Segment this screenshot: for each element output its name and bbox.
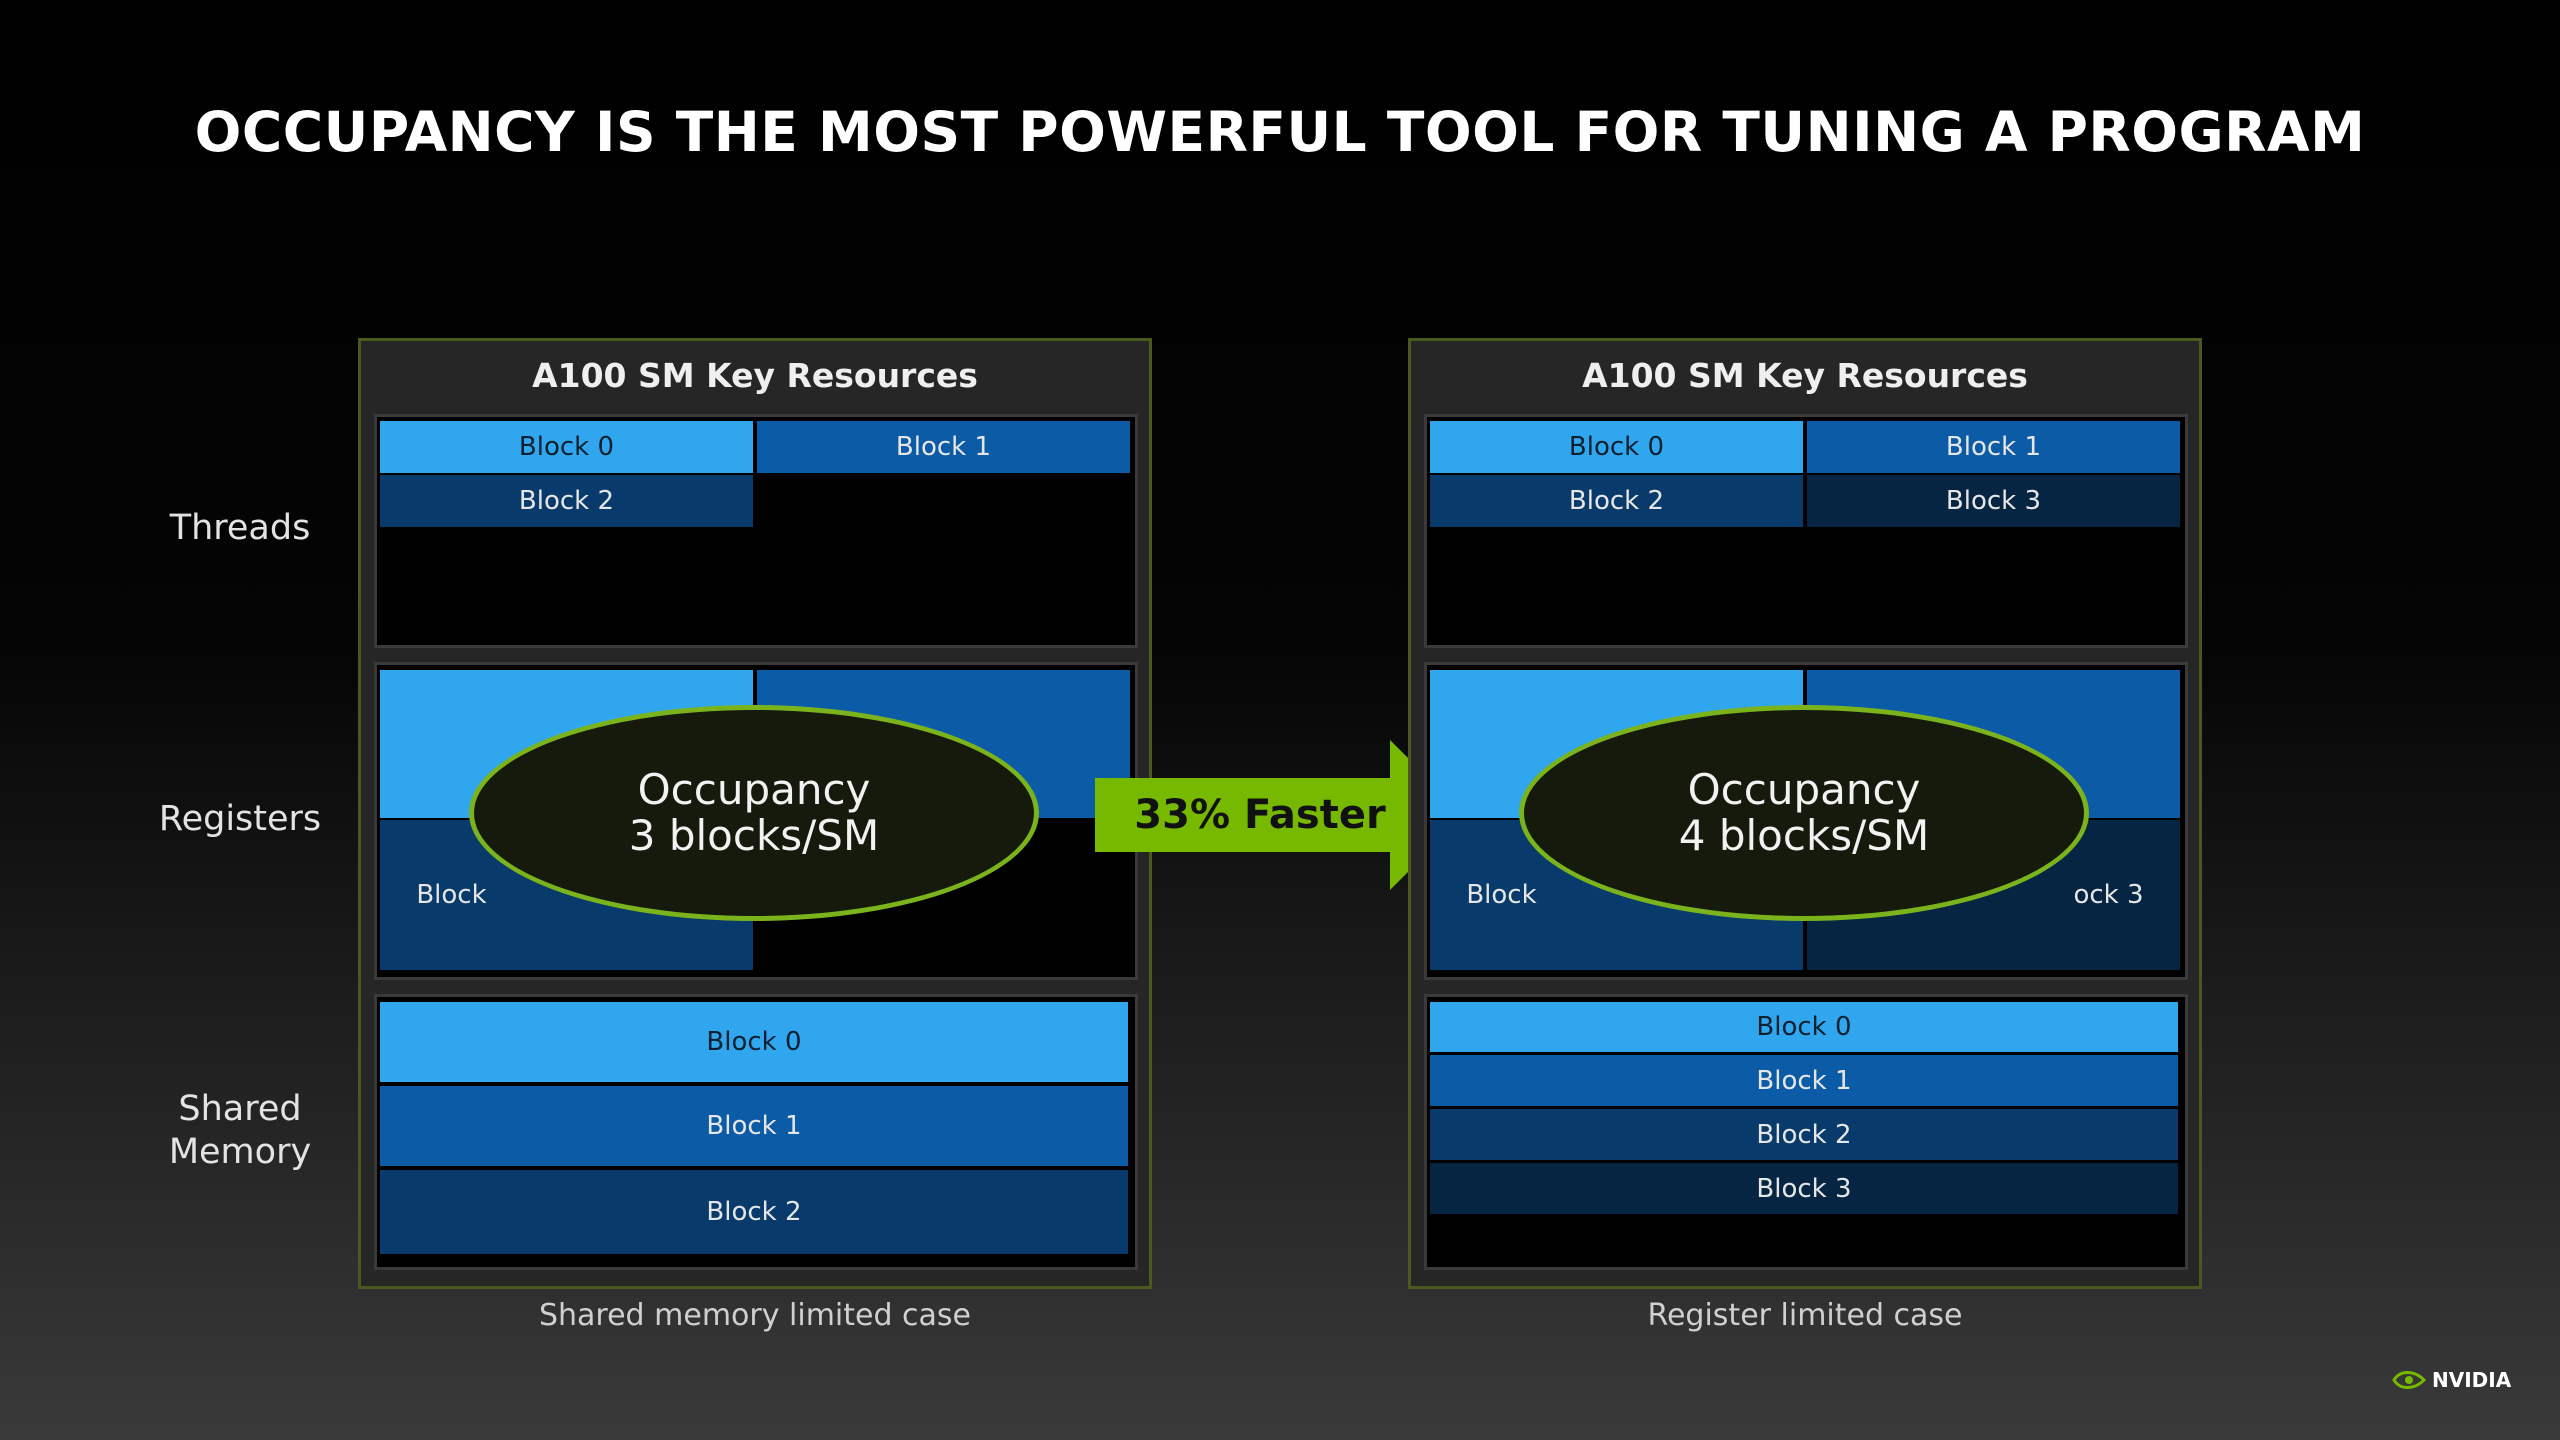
row-label-registers: Registers: [158, 799, 322, 839]
left-occupancy-value: 3 blocks/SM: [628, 811, 880, 860]
nvidia-logo-text: NVIDIA: [2432, 1368, 2512, 1392]
right-panel-title: A100 SM Key Resources: [1582, 356, 2028, 395]
right-thread-block-3: Block 3: [1807, 475, 2180, 527]
right-occupancy-value: 4 blocks/SM: [1678, 811, 1930, 860]
right-occupancy-ellipse: Occupancy 4 blocks/SM: [1519, 705, 2089, 921]
right-occupancy-label: Occupancy: [1687, 765, 1921, 814]
row-label-shared-memory: Shared Memory: [120, 1088, 360, 1174]
nvidia-eye-icon: [2392, 1371, 2426, 1389]
right-shared-block-3: Block 3: [1430, 1163, 2178, 1214]
faster-arrow-icon: [1095, 740, 1465, 890]
right-shared-block-0: Block 0: [1430, 1002, 2178, 1052]
left-thread-block-2: Block 2: [380, 475, 753, 527]
nvidia-logo: NVIDIA: [2392, 1368, 2511, 1392]
left-shared-block-2: Block 2: [380, 1170, 1128, 1254]
left-caption: Shared memory limited case: [538, 1298, 972, 1333]
right-shared-block-2: Block 2: [1430, 1109, 2178, 1160]
left-thread-block-0: Block 0: [380, 421, 753, 473]
left-occupancy-label: Occupancy: [637, 765, 871, 814]
faster-arrow-label: 33% Faster: [1134, 792, 1386, 838]
right-shared-block-1: Block 1: [1430, 1055, 2178, 1106]
left-shared-block-0: Block 0: [380, 1002, 1128, 1082]
left-panel-title: A100 SM Key Resources: [532, 356, 978, 395]
right-caption: Register limited case: [1647, 1298, 1963, 1333]
row-label-threads: Threads: [169, 508, 311, 548]
row-label-shared-line2: Memory: [168, 1132, 312, 1172]
right-thread-block-0: Block 0: [1430, 421, 1803, 473]
right-thread-block-1: Block 1: [1807, 421, 2180, 473]
left-thread-block-1: Block 1: [757, 421, 1130, 473]
left-occupancy-ellipse: Occupancy 3 blocks/SM: [469, 705, 1039, 921]
left-shared-block-1: Block 1: [380, 1086, 1128, 1166]
slide-title: OCCUPANCY IS THE MOST POWERFUL TOOL FOR …: [194, 100, 2366, 164]
row-label-shared-line1: Shared: [178, 1089, 302, 1129]
right-thread-block-2: Block 2: [1430, 475, 1803, 527]
